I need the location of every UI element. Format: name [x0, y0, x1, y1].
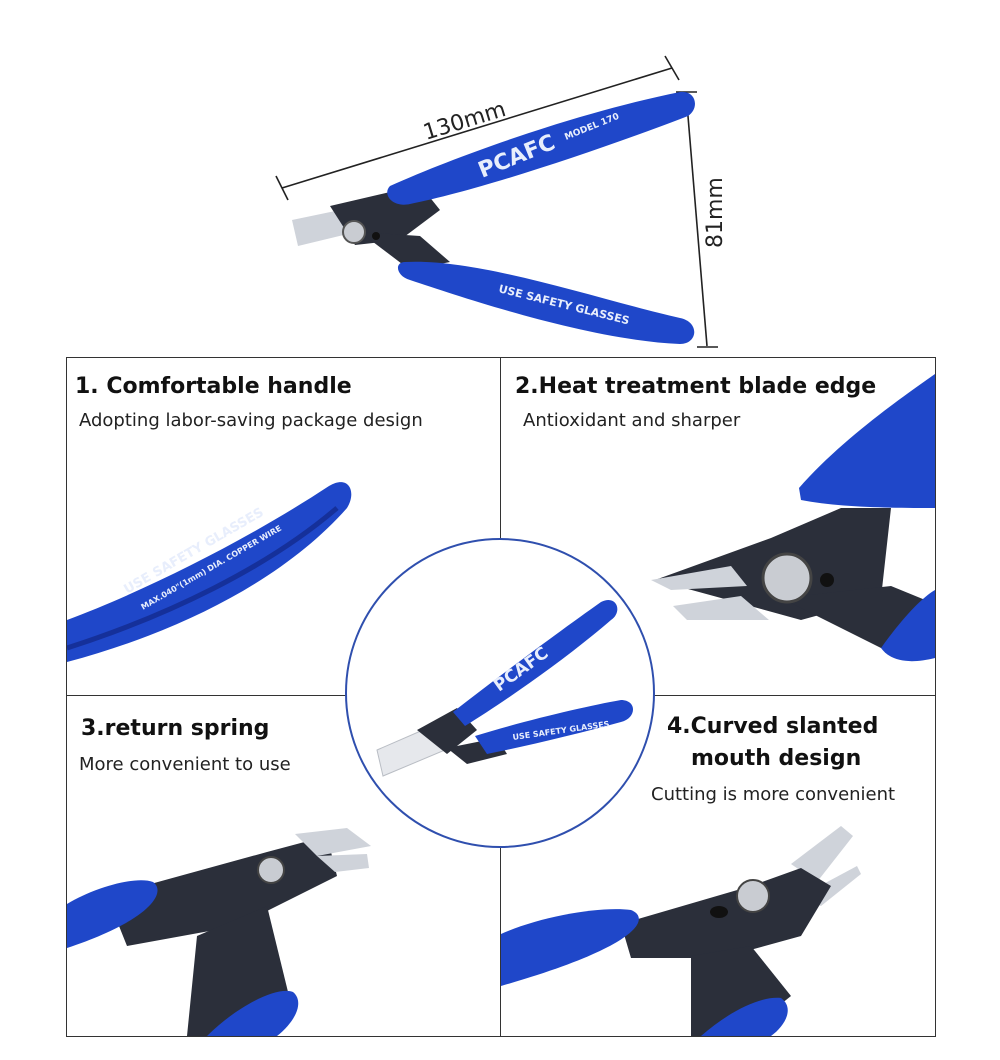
feature-return-spring: 3.return spring More convenient to use: [67, 696, 501, 1036]
handle-closeup-image: USE SAFETY GLASSES MAX.040"(1mm) DIA. CO…: [67, 482, 352, 662]
feature-subtitle: Adopting labor-saving package design: [79, 410, 423, 431]
width-dimension-line: [275, 55, 680, 201]
feature-curved-slanted-mouth: 4.Curved slanted mouth design Cutting is…: [501, 696, 935, 1036]
feature-subtitle: Cutting is more convenient: [651, 784, 896, 805]
feature-title: 1. Comfortable handle: [75, 374, 352, 399]
spring-closeup-image: [67, 828, 371, 1036]
width-label: 130mm: [420, 97, 508, 146]
feature-title: 2.Heat treatment blade edge: [515, 374, 877, 399]
feature-subtitle: Antioxidant and sharper: [523, 410, 741, 431]
feature-grid: USE SAFETY GLASSES MAX.040"(1mm) DIA. CO…: [66, 357, 936, 1037]
center-product-circle: PCAFC USE SAFETY GLASSES: [345, 538, 655, 848]
blade-closeup-image: [651, 374, 935, 662]
mouth-closeup-image: [501, 826, 861, 1036]
hero-pliers-dimension-diagram: 130mm 81mm PCAFC MODEL 170 USE SAFETY GL…: [275, 55, 728, 348]
feature-title-line1: 4.Curved slanted: [667, 714, 879, 739]
feature-title-line2: mouth design: [691, 746, 862, 771]
height-dimension-line: [676, 91, 718, 348]
feature-title: 3.return spring: [81, 716, 270, 741]
center-pliers-image: PCAFC USE SAFETY GLASSES: [376, 599, 633, 777]
feature-comfortable-handle: USE SAFETY GLASSES MAX.040"(1mm) DIA. CO…: [67, 358, 501, 696]
height-label: 81mm: [703, 177, 728, 248]
pliers-image: PCAFC MODEL 170 USE SAFETY GLASSES: [292, 91, 695, 344]
feature-heat-treatment-blade: 2.Heat treatment blade edge Antioxidant …: [501, 358, 935, 696]
feature-subtitle: More convenient to use: [79, 754, 291, 775]
